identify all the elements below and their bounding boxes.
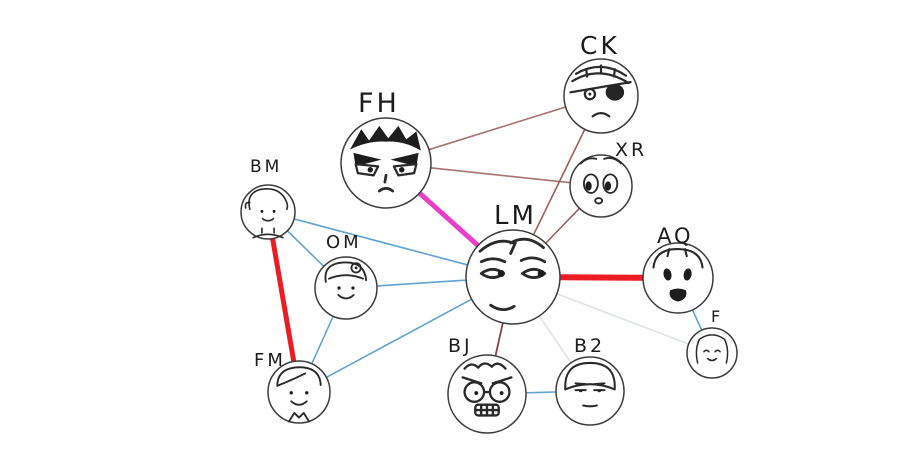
node-circle-OM (314, 256, 378, 320)
edge-FH-XR (430, 167, 571, 184)
node-label-XR: XR (615, 139, 647, 161)
node-label-LM: LM (494, 201, 537, 231)
node-BJ[interactable]: BJ (447, 335, 527, 434)
edge-FM-LM (326, 298, 472, 378)
edge-BM-FM (270, 237, 297, 363)
node-B2[interactable]: B2 (555, 335, 625, 426)
edge-layer (270, 106, 703, 394)
node-FH[interactable]: FH (340, 88, 432, 209)
node-OM[interactable]: OM (314, 232, 378, 320)
node-XR[interactable]: XR (569, 139, 647, 218)
node-layer: BM OM FM FH LM CK XR AQ F BJ B2 (240, 31, 738, 434)
node-circle-FH (340, 117, 432, 209)
edge-FH-LM (417, 191, 480, 248)
node-label-F: F (711, 307, 723, 326)
node-label-BJ: BJ (448, 335, 473, 357)
node-LM[interactable]: LM (465, 201, 561, 325)
node-circle-BM (240, 184, 296, 240)
node-circle-AQ (642, 242, 714, 314)
node-FM[interactable]: FM (254, 350, 331, 424)
edge-AQ-F (692, 309, 703, 331)
node-BM[interactable]: BM (240, 157, 296, 240)
edge-OM-LM (377, 279, 466, 287)
node-circle-B2 (555, 356, 625, 426)
node-label-BM: BM (250, 157, 282, 177)
node-CK[interactable]: CK (563, 31, 639, 134)
edge-LM-BJ (494, 322, 504, 356)
edge-LM-XR (545, 208, 580, 244)
node-label-B2: B2 (574, 335, 605, 357)
edge-LM-CK (533, 129, 586, 235)
node-label-AQ: AQ (657, 224, 694, 248)
edge-BM-OM (287, 230, 324, 267)
edge-BM-LM (294, 218, 468, 266)
edge-FH-CK (429, 106, 566, 151)
edge-BJ-B2 (526, 391, 556, 394)
node-circle-LM (465, 229, 561, 325)
node-AQ[interactable]: AQ (642, 224, 714, 314)
node-circle-XR (569, 154, 633, 218)
node-label-FM: FM (254, 350, 286, 371)
node-label-OM: OM (326, 232, 362, 253)
node-circle-FM (267, 360, 331, 424)
edge-OM-FM (311, 316, 334, 364)
edge-LM-B2 (539, 315, 572, 363)
node-circle-BJ (447, 354, 527, 434)
edge-LM-F (556, 293, 689, 345)
node-label-CK: CK (580, 31, 620, 60)
node-label-FH: FH (358, 88, 400, 119)
edge-LM-AQ (558, 274, 645, 281)
node-F[interactable]: F (686, 307, 738, 379)
